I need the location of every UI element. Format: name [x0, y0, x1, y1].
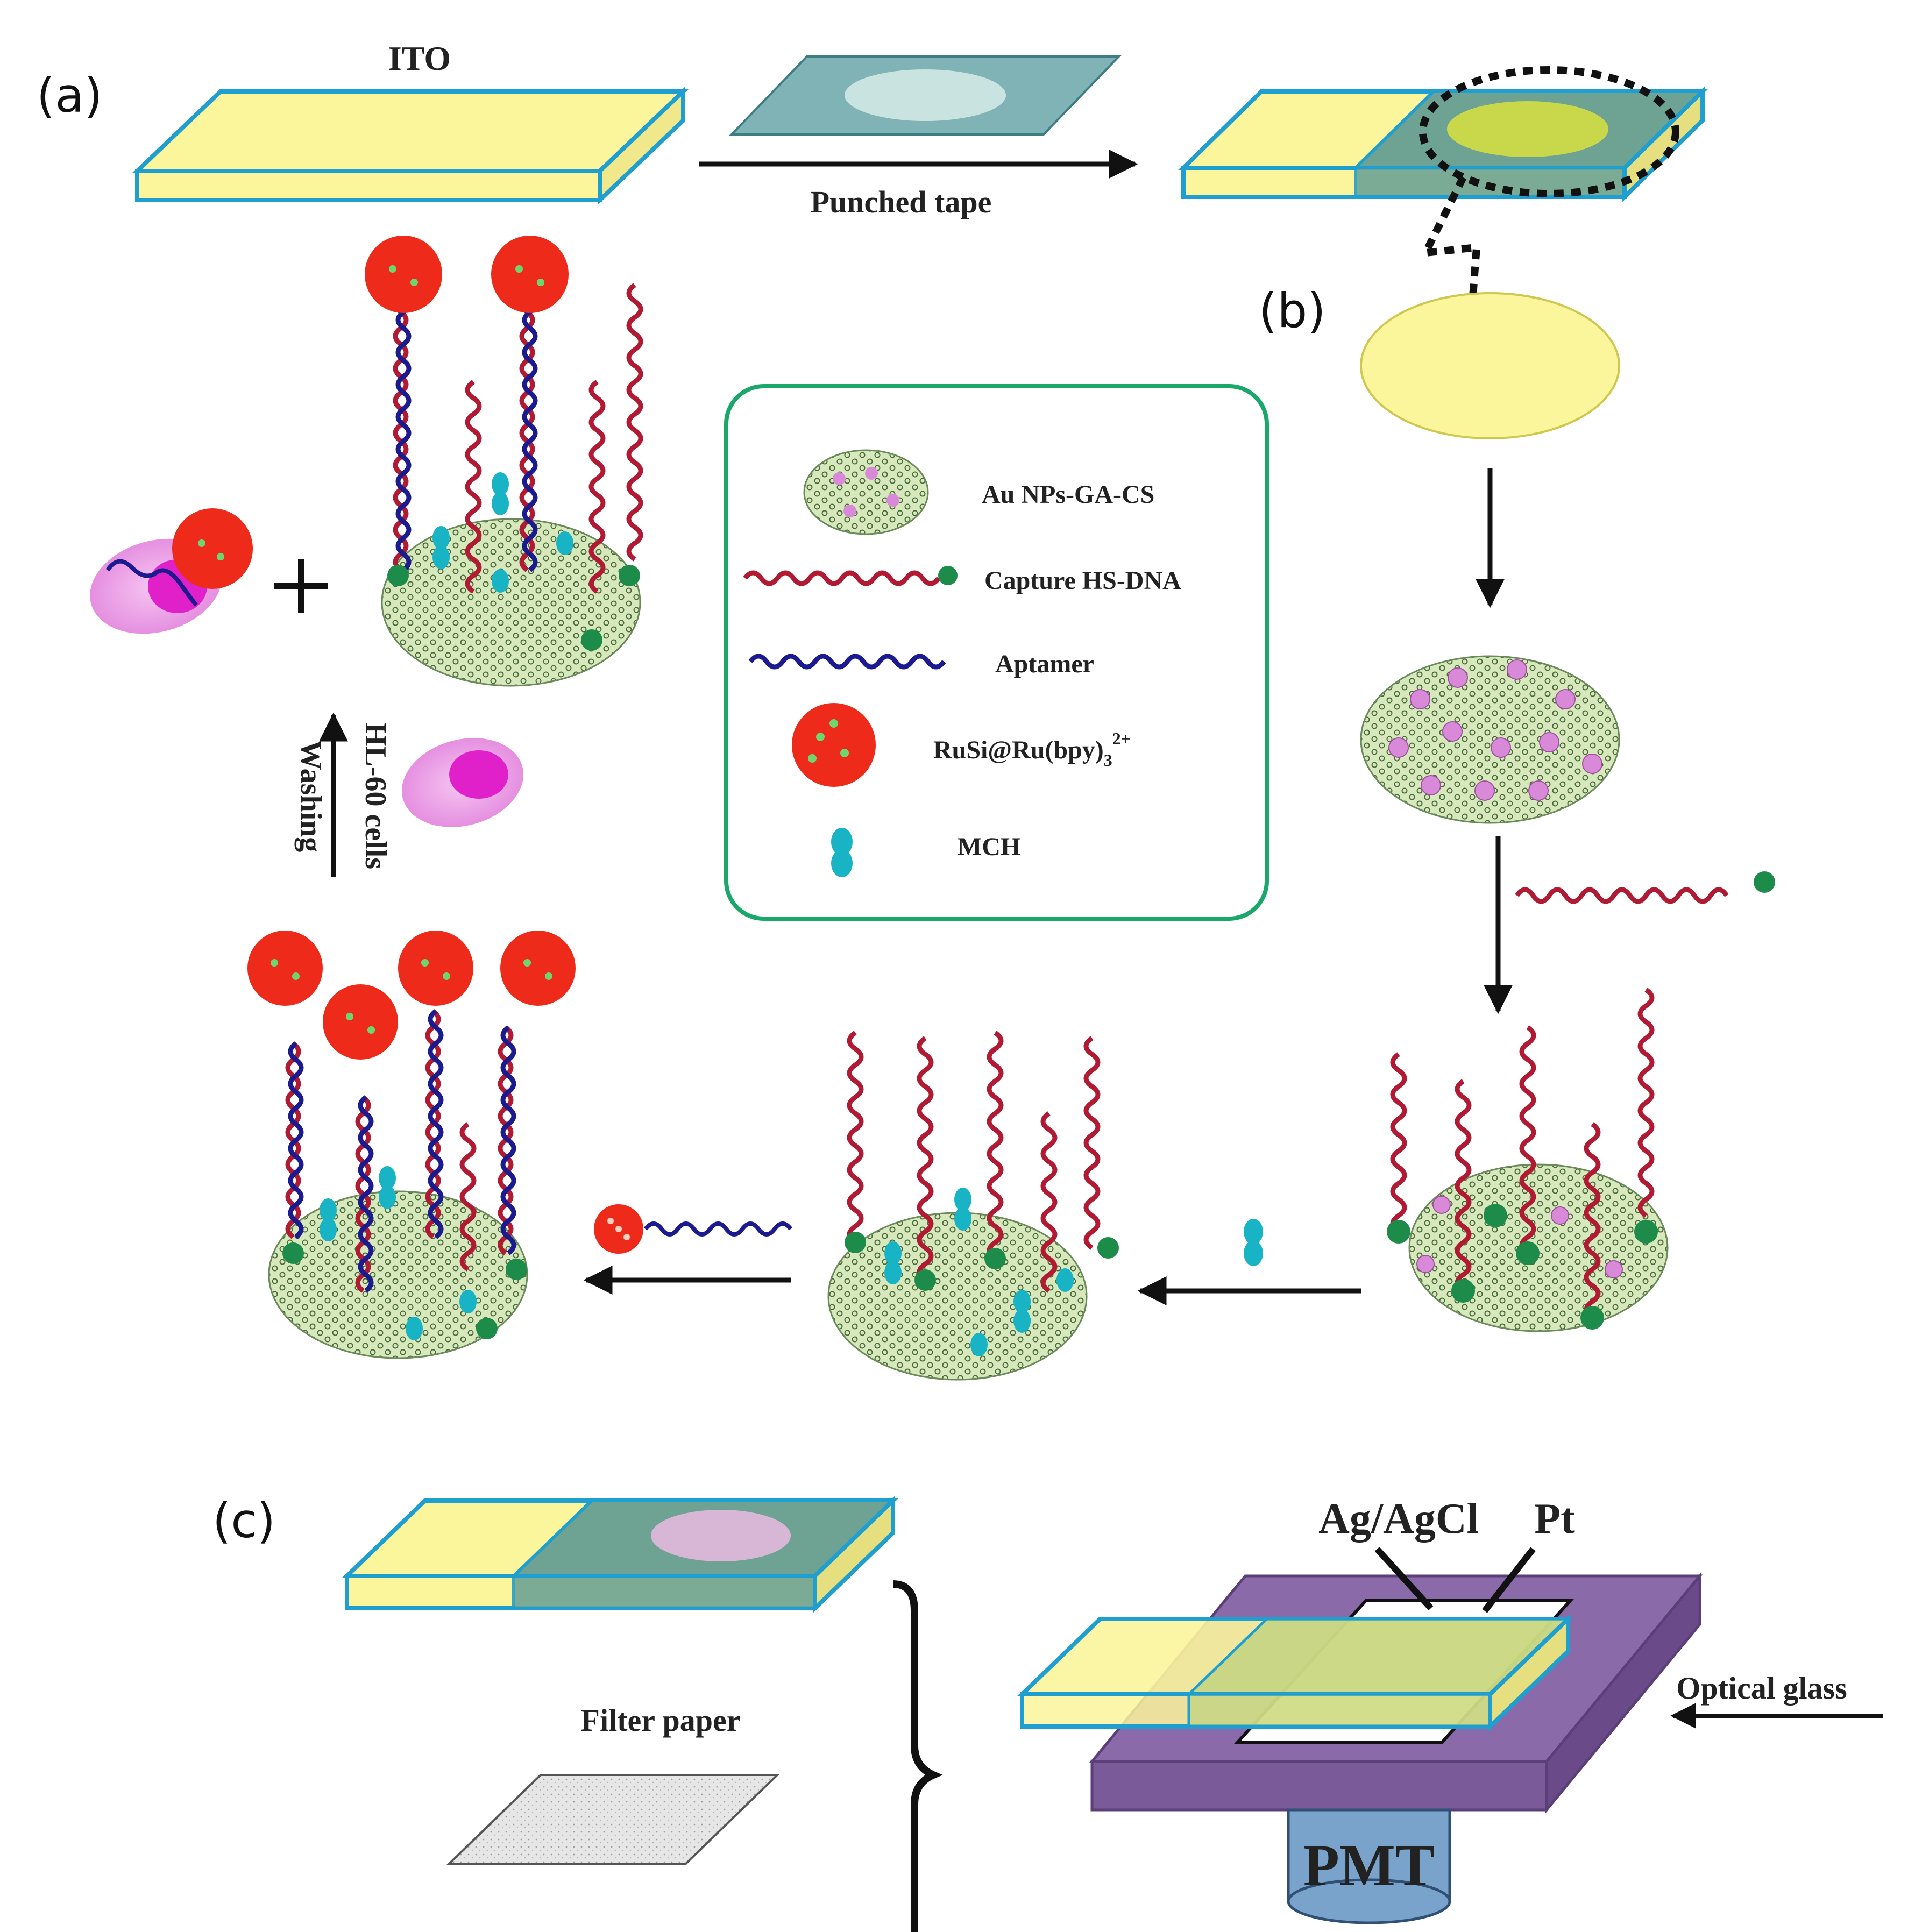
- ito-slide: [132, 86, 689, 205]
- pt-pointer: [1482, 1547, 1536, 1613]
- legend-label-mch: MCH: [957, 833, 1020, 861]
- mch-icon: [831, 828, 853, 877]
- capture-dna-reagent: [1515, 871, 1775, 904]
- pmt-label: PMT: [1303, 1832, 1435, 1898]
- panel-label-c: (c): [212, 1493, 275, 1549]
- rusi-aptamer-reagent: [594, 1204, 793, 1254]
- electrode-disk: [1360, 292, 1620, 439]
- electrode-with-capture-dna: [1387, 988, 1669, 1332]
- au-nps-ga-cs-icon: [803, 449, 929, 535]
- rusi-nanoparticle-icon: [792, 703, 876, 787]
- electrode-aptamer-bound: [247, 931, 576, 1359]
- electrode-after-cell-binding: [365, 236, 643, 687]
- electrode-dna-mch: [827, 1031, 1119, 1381]
- capture-dna-icon: [743, 566, 957, 586]
- legend-box: Au NPs-GA-CS Capture HS-DNA Aptamer RuSi…: [724, 384, 1269, 921]
- ag-agcl-pointer: [1374, 1546, 1434, 1611]
- punched-tape: [729, 55, 1122, 136]
- legend-label-rusi: RuSi@Ru(bpy)32+: [933, 729, 1131, 770]
- hl60-cell-icon: [402, 738, 523, 827]
- hl60-cells-label: HL-60 cells: [359, 723, 392, 869]
- panel-label-b: (b): [1259, 283, 1326, 338]
- cell-aptamer-complex: [90, 508, 253, 634]
- ito-label: ITO: [388, 39, 451, 77]
- optical-glass-label: Optical glass: [1676, 1671, 1847, 1706]
- washing-label: Washing: [294, 740, 328, 853]
- filter-paper-label: Filter paper: [581, 1703, 741, 1738]
- ito-with-tape: [1178, 66, 1708, 318]
- mch-reagent: [1244, 1219, 1263, 1266]
- brace: [892, 1580, 943, 1932]
- legend-label-capture-dna: Capture HS-DNA: [984, 566, 1181, 595]
- ecl-detection-cell: [1017, 1572, 1703, 1924]
- au-nps-ga-cs-electrode: [1360, 655, 1620, 824]
- panel-label-a: (a): [37, 68, 103, 123]
- pmt-icon: [1287, 1808, 1451, 1924]
- pt-label: Pt: [1534, 1495, 1575, 1543]
- legend-label-aptamer: Aptamer: [995, 650, 1094, 678]
- punched-tape-label: Punched tape: [811, 184, 992, 219]
- aptamer-icon: [748, 654, 946, 670]
- legend-label-au-nps: Au NPs-GA-CS: [982, 480, 1154, 509]
- ag-agcl-label: Ag/AgCl: [1318, 1495, 1479, 1543]
- zoom-circle: [1419, 66, 1679, 197]
- plus-sign: [274, 559, 328, 613]
- ito-slide-with-tape-c: [342, 1495, 898, 1614]
- filter-paper: [446, 1774, 780, 1865]
